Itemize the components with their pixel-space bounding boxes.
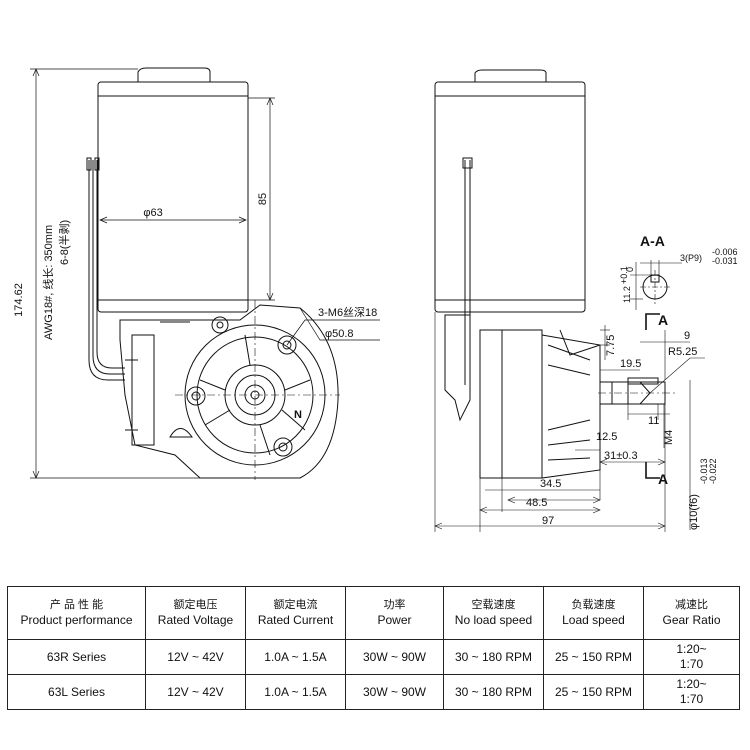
- label-body-diameter: φ63: [143, 207, 162, 219]
- label-section-title: A-A: [640, 233, 665, 249]
- label-97: 97: [542, 515, 554, 527]
- label-key-tol-lower: -0.031: [712, 256, 738, 266]
- label-shaft-lower: -0.022: [708, 458, 718, 484]
- label-bolt-circle: φ50.8: [325, 328, 354, 340]
- label-11: 11: [648, 415, 659, 427]
- label-48-5: 48.5: [526, 497, 547, 509]
- label-section-mark-top: A: [658, 312, 668, 328]
- label-mount-holes: 3-M6丝深18: [318, 306, 377, 319]
- table-row: 63R Series 12V ~ 42V 1.0A ~ 1.5A 30W ~ 9…: [7, 639, 740, 675]
- label-wire-note: AWG18#, 线长: 350mm: [41, 225, 55, 340]
- cell-voltage: 12V ~ 42V: [145, 674, 246, 710]
- side-view: [434, 69, 705, 532]
- cell-ratio: 1:20~1:70: [643, 639, 740, 675]
- label-key-tol-upper: -0.006: [712, 247, 738, 257]
- cell-ratio: 1:20~1:70: [643, 674, 740, 710]
- dim-body-height: [248, 97, 275, 301]
- label-key-depth-tol2: 0: [625, 267, 635, 272]
- motor-body: [97, 81, 249, 313]
- motor-end-cap: [137, 67, 211, 82]
- section-cut-bottom: [645, 462, 660, 479]
- cell-power: 30W ~ 90W: [345, 674, 444, 710]
- label-section-mark-bottom: A: [658, 471, 668, 487]
- lead-wires: [86, 157, 125, 381]
- label-shaft-upper: -0.013: [699, 458, 709, 484]
- dim-body-diameter: [99, 216, 247, 224]
- cell-load: 25 ~ 150 RPM: [543, 639, 644, 675]
- label-body-height: 85: [257, 193, 269, 205]
- cell-no-load: 30 ~ 180 RPM: [443, 674, 544, 710]
- cell-series: 63L Series: [7, 674, 146, 710]
- label-direction-mark: N: [294, 409, 302, 421]
- section-a-a: [630, 260, 682, 310]
- label-9: 9: [684, 330, 690, 342]
- cell-current: 1.0A ~ 1.5A: [245, 674, 346, 710]
- label-m4: M4: [663, 430, 675, 445]
- cell-current: 1.0A ~ 1.5A: [245, 639, 346, 675]
- cell-power: 30W ~ 90W: [345, 639, 444, 675]
- label-7-75: 7.75: [605, 335, 617, 356]
- label-34-5: 34.5: [540, 478, 561, 490]
- mount-holes: [186, 316, 297, 457]
- label-total-height: 174.62: [13, 283, 25, 317]
- side-motor-cap: [474, 69, 547, 82]
- label-r5-25: R5.25: [668, 346, 697, 358]
- cell-no-load: 30 ~ 180 RPM: [443, 639, 544, 675]
- label-wire-size: 6-8(半剥): [57, 220, 71, 265]
- front-view: [30, 67, 380, 480]
- cell-voltage: 12V ~ 42V: [145, 639, 246, 675]
- label-key-tol: 3(P9): [680, 253, 702, 263]
- side-motor-body: [434, 81, 586, 313]
- label-key-depth-tol: +0.1: [619, 266, 629, 284]
- label-shaft-diameter: φ10(f6): [688, 494, 700, 530]
- gearbox-housing: [119, 304, 339, 479]
- section-cut-top: [645, 313, 660, 330]
- cell-load: 25 ~ 150 RPM: [543, 674, 644, 710]
- motor-technical-drawing: 174.62 85 φ63 3-M6丝深18 φ50.8 AWG18#, 线长:…: [13, 67, 738, 532]
- side-flange: [479, 329, 503, 479]
- cell-series: 63R Series: [7, 639, 146, 675]
- label-19-5: 19.5: [620, 358, 641, 370]
- dim-total-height: [30, 68, 200, 479]
- label-31: 31±0.3: [604, 450, 638, 462]
- label-12-5: 12.5: [596, 431, 617, 443]
- table-row: 63L Series 12V ~ 42V 1.0A ~ 1.5A 30W ~ 9…: [7, 674, 740, 710]
- label-key-depth: 11.2: [622, 286, 632, 303]
